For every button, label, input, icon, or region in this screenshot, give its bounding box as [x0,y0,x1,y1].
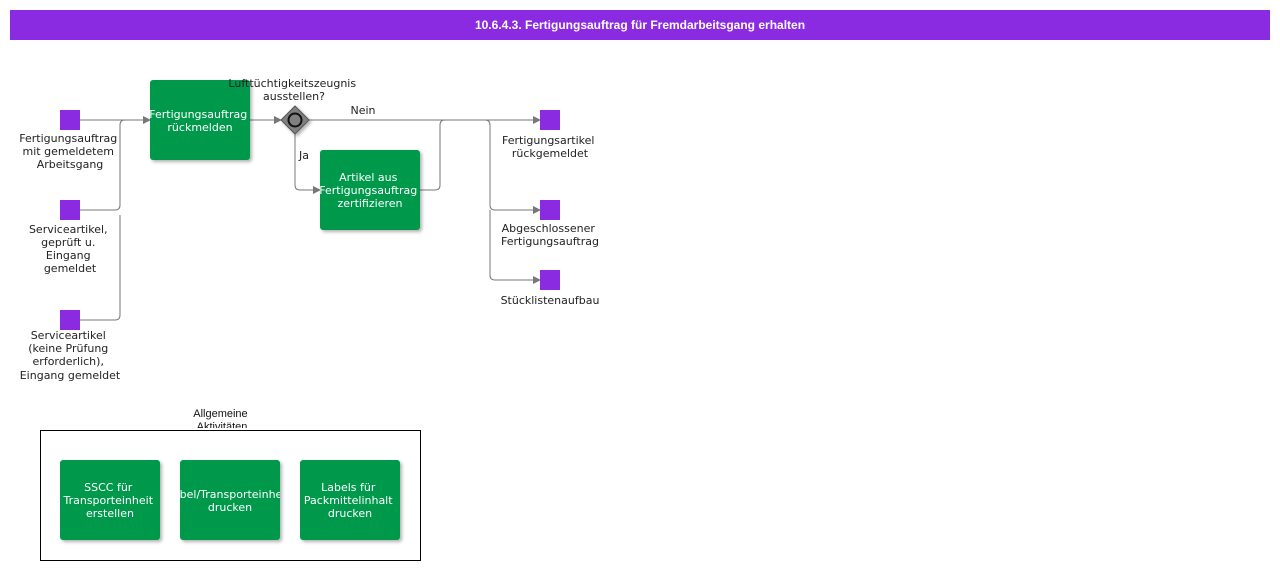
end-event-stuecklistenaufbau [540,270,560,290]
connectors [80,116,541,321]
flow-event2-to-task1 [80,119,126,211]
group-label: Allgemeine Aktivitäten [193,408,250,433]
page-title: 10.6.4.3. Fertigungsauftrag für Fremdarb… [10,10,1270,40]
svg-text:Labels für Packmittelinh: Labels für Packmittelinhalt drucken [304,481,396,520]
task-label-transporteinheit-drucken[interactable]: Label/Transporteinheit drucken [167,460,293,540]
event-label-serviceartikel-ohne-pruefung: Serviceartikel (keine Prüfung erforderli… [20,329,121,382]
event-label-stuecklistenaufbau: Stücklistenaufbau [501,294,600,307]
svg-text:Label/Transporteinheit d: Label/Transporteinheit drucken [167,488,293,514]
flow-gateway-yes [294,134,321,194]
task-sscc-erstellen[interactable]: SSCC für Transporteinheit erstellen [60,460,160,540]
event-label-serviceartikel-geprueft: Serviceartikel, geprüft u. Eingang gemel… [29,223,111,275]
end-event-fertigungsartikel [540,110,560,130]
event-label-fertigungsauftrag: Fertigungsauftrag mit gemeldetem Arbeits… [19,132,120,171]
flow-task2-merge [420,119,446,191]
task-fertigungsauftrag-rueckmelden[interactable]: Fertigungsauftrag rückmelden [149,80,250,160]
edge-label-ja: Ja [298,149,309,162]
group-allgemeine-aktivitaeten [40,430,421,561]
task-artikel-zertifizieren[interactable]: Artikel aus Fertigungsauftrag zertifizie… [319,150,420,230]
svg-text:Artikel aus Fertigungsau: Artikel aus Fertigungsauftrag zertifizie… [319,171,420,210]
flow-to-event6 [489,210,541,284]
event-label-fertigungsartikel: Fertigungsartikel rückgemeldet [502,134,598,160]
start-event-fertigungsauftrag [60,110,80,130]
task-labels-packmittelinhalt-drucken[interactable]: Labels für Packmittelinhalt drucken [300,460,400,540]
start-event-serviceartikel-geprueft [60,200,80,220]
end-event-abgeschlossener-auftrag [540,200,560,220]
start-event-serviceartikel-ohne-pruefung [60,310,80,330]
flow-to-event5 [484,119,541,214]
svg-text:SSCC für Transporteinhei: SSCC für Transporteinheit erstellen [62,481,156,520]
svg-text:Fertigungsauftrag rückme: Fertigungsauftrag rückmelden [149,108,250,134]
gateway-lufttuechtigkeitszeugnis[interactable] [280,105,310,135]
gateway-circle-icon [287,112,303,128]
event-label-abgeschlossener-auftrag: Abgeschlossener Fertigungsauftrag [501,222,599,248]
edge-label-nein: Nein [350,104,375,117]
flow-event3-to-task1 [80,215,121,321]
gateway-label: Lufttüchtigkeitszeugnis ausstellen? [228,77,359,103]
